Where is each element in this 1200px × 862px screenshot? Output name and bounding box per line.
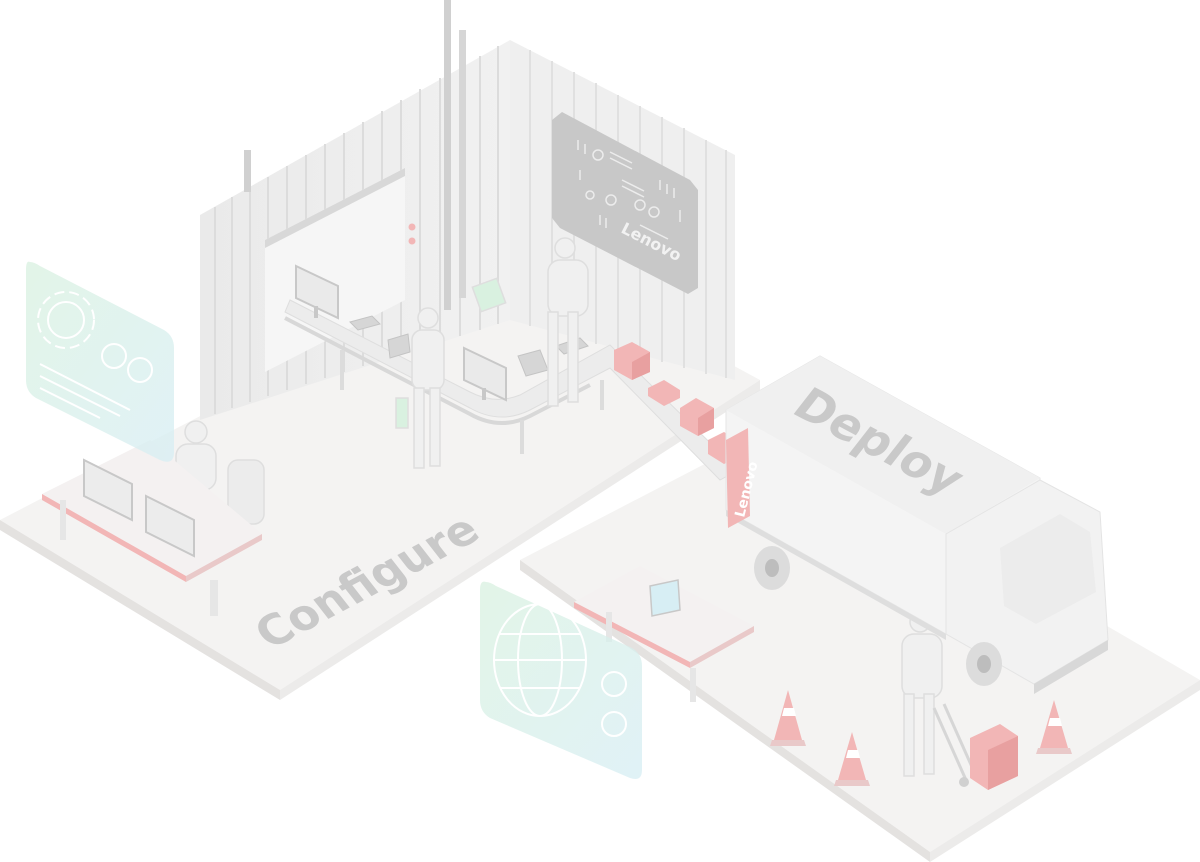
delivery-truck: Lenovo Deploy [725, 355, 1109, 694]
deploy-desk [574, 566, 754, 702]
desk-monitor [145, 494, 195, 558]
globe-hologram-icon [480, 581, 642, 779]
worker-conveyor [395, 307, 445, 469]
hand-truck [932, 703, 1018, 790]
desk-monitor [83, 458, 133, 522]
configure-desk [42, 440, 262, 616]
user-profile-hologram-icon [26, 261, 174, 462]
laptop [649, 579, 681, 617]
traffic-cone [770, 690, 806, 746]
conveyor-monitor [295, 264, 339, 320]
traffic-cone [1036, 700, 1072, 754]
dot-pattern-icon [577, 140, 681, 240]
worker-deploy [901, 611, 943, 777]
laptop [387, 333, 411, 359]
deploy-floor [520, 430, 1200, 862]
conveyor-monitor [463, 346, 507, 402]
conveyor-line [284, 264, 740, 481]
worker-conveyor-back [471, 237, 589, 407]
lenovo-sign: Lenovo [552, 112, 698, 294]
device-box [349, 315, 381, 331]
traffic-cone [834, 732, 870, 786]
